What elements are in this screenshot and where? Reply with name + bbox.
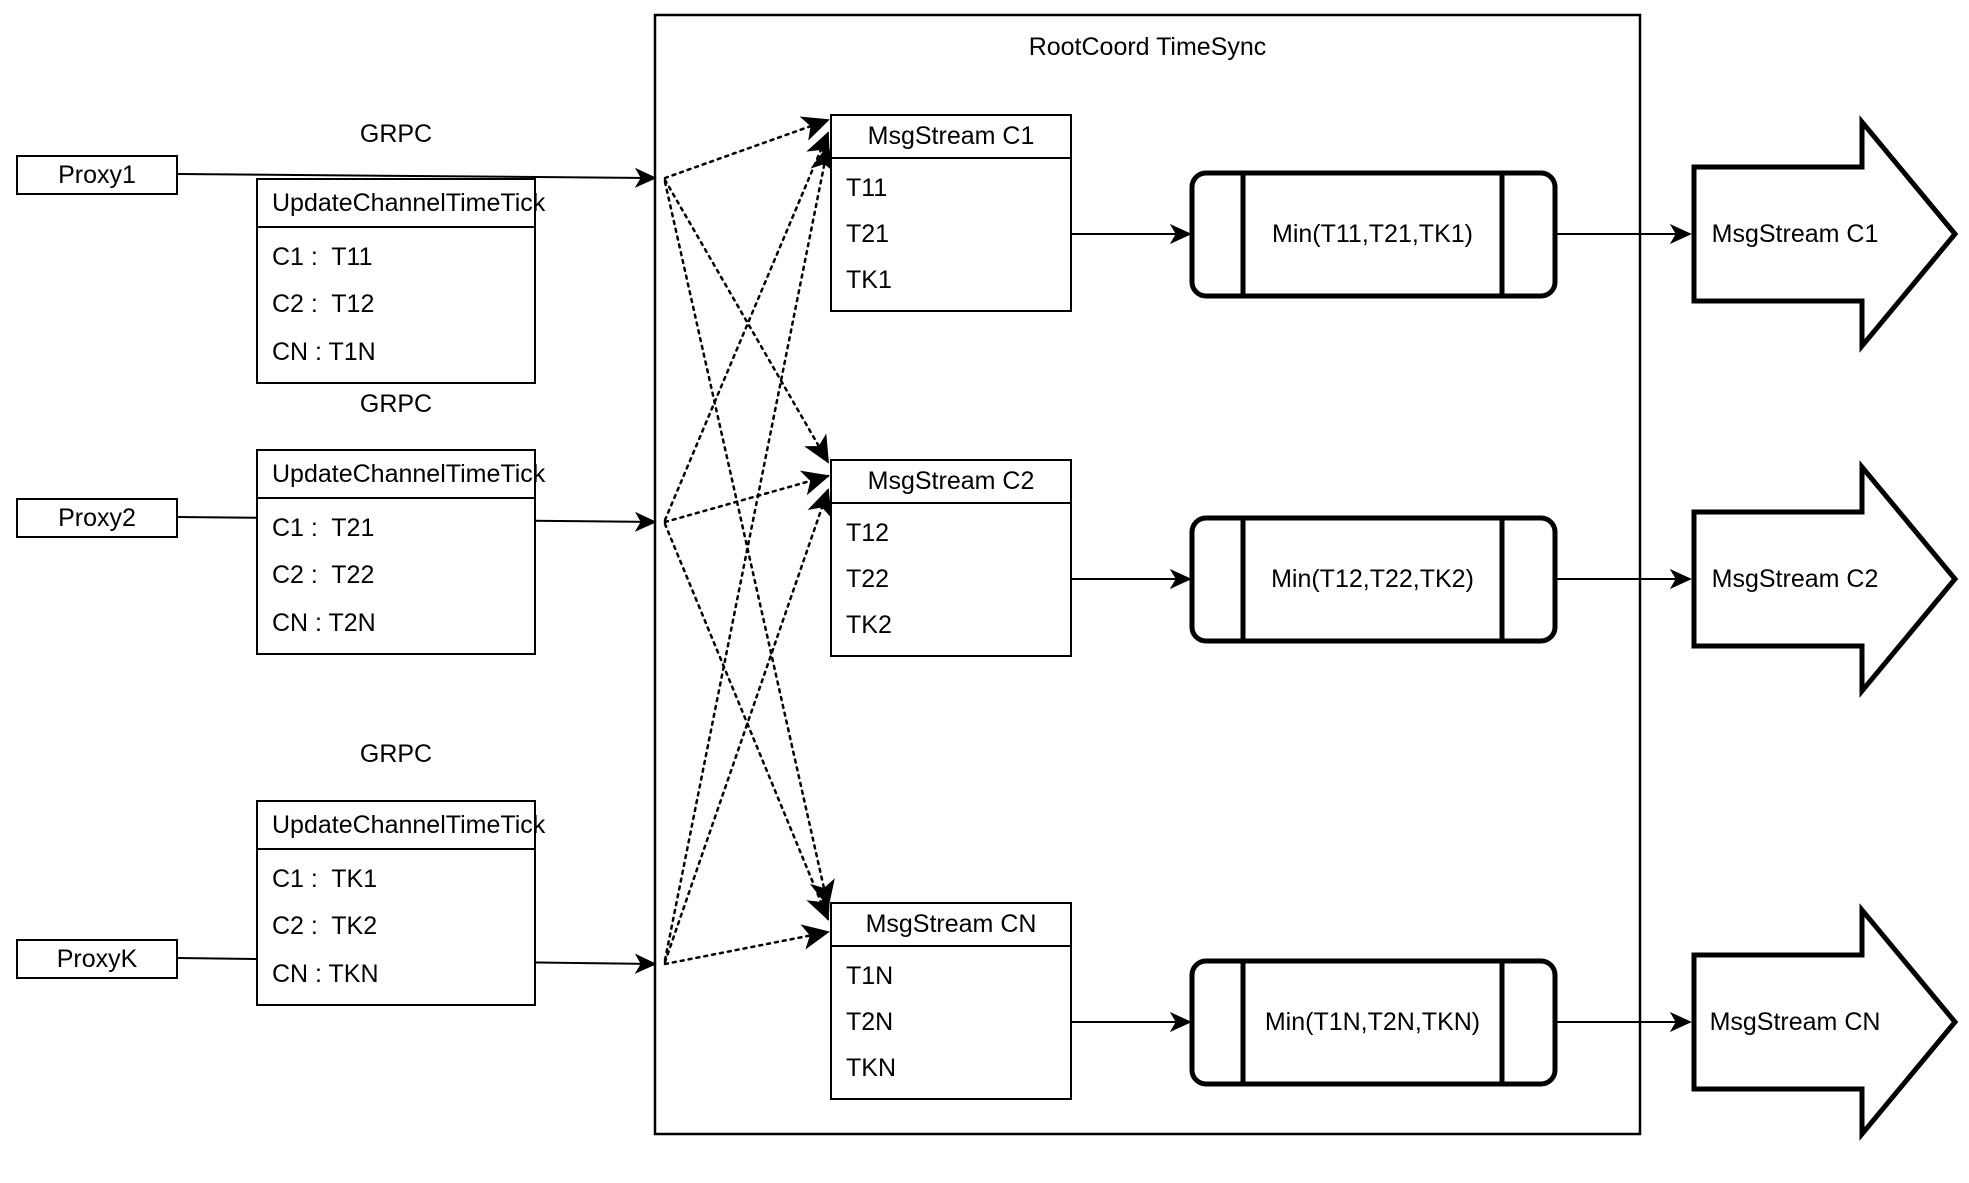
edge-dotted-pk-c2 <box>663 488 832 964</box>
min-label-c1: Min(T11,T21,TK1) <box>1272 220 1473 248</box>
min-label-cn: Min(T1N,T2N,TKN) <box>1264 1008 1481 1036</box>
msgstream-row: T11 <box>846 173 888 202</box>
grpc-label-proxy2: GRPC <box>359 390 433 418</box>
request-row: C1 : T11 <box>272 243 373 272</box>
msgstream-row: TKN <box>846 1054 896 1083</box>
request-title: UpdateChannelTimeTick <box>258 802 545 850</box>
min-label-c2: Min(T12,T22,TK2) <box>1271 565 1474 593</box>
msgstream-rows: T1N T2N TKN <box>832 947 1070 1098</box>
request-box-proxy1: UpdateChannelTimeTick C1 : T11 C2 : T12 … <box>256 178 545 384</box>
msgstream-box-cn: MsgStream CN T1N T2N TKN <box>830 902 1072 1100</box>
msgstream-title: MsgStream CN <box>832 904 1070 947</box>
edge-dotted-p2-cn <box>663 522 831 921</box>
proxy-label: Proxy1 <box>58 160 136 189</box>
msgstream-box-c2: MsgStream C2 T12 T22 TK2 <box>830 459 1072 657</box>
msgstream-row: T12 <box>846 518 890 547</box>
output-label-cn: MsgStream CN <box>1709 1008 1881 1036</box>
request-row: C1 : TK1 <box>272 865 378 894</box>
output-label-c2: MsgStream C2 <box>1711 565 1879 593</box>
grpc-label-proxyk: GRPC <box>359 740 433 768</box>
request-row: C2 : TK2 <box>272 912 378 941</box>
edge-dotted-p1-cn <box>663 180 835 908</box>
proxy-box-proxyk[interactable]: ProxyK <box>16 939 178 979</box>
request-box-proxy2: UpdateChannelTimeTick C1 : T21 C2 : T22 … <box>256 449 545 655</box>
msgstream-row: T22 <box>846 564 890 593</box>
msgstream-row: TK2 <box>846 611 892 640</box>
msgstream-row: T2N <box>846 1007 894 1036</box>
msgstream-box-c1: MsgStream C1 T11 T21 TK1 <box>830 114 1072 312</box>
edge-dotted-pk-cn <box>663 924 830 966</box>
request-rows: C1 : T11 C2 : T12 CN : T1N <box>258 228 534 382</box>
msgstream-title: MsgStream C1 <box>832 116 1070 159</box>
msgstream-row: TK1 <box>846 266 892 295</box>
proxy-label: ProxyK <box>56 944 138 973</box>
request-box-proxyk: UpdateChannelTimeTick C1 : TK1 C2 : TK2 … <box>256 800 545 1006</box>
edge-dotted-p2-c2 <box>663 470 830 524</box>
request-row: CN : T2N <box>272 608 376 637</box>
edge-dotted-p1-c2 <box>663 178 830 464</box>
edge-dotted-pk-c1 <box>663 144 836 962</box>
request-rows: C1 : T21 C2 : T22 CN : T2N <box>258 499 534 653</box>
edge-dotted-p2-c1 <box>663 131 830 522</box>
request-row: C1 : T21 <box>272 514 375 543</box>
proxy-box-proxy2[interactable]: Proxy2 <box>16 498 178 538</box>
request-row: C2 : T12 <box>272 290 375 319</box>
msgstream-rows: T12 T22 TK2 <box>832 504 1070 655</box>
msgstream-row: T21 <box>846 219 890 248</box>
msgstream-row: T1N <box>846 961 894 990</box>
request-rows: C1 : TK1 C2 : TK2 CN : TKN <box>258 850 534 1004</box>
request-title: UpdateChannelTimeTick <box>258 180 545 228</box>
request-row: CN : TKN <box>272 959 379 988</box>
grpc-label-proxy1: GRPC <box>359 120 433 148</box>
edge-dotted-p1-c1 <box>663 116 830 180</box>
output-label-c1: MsgStream C1 <box>1711 220 1879 248</box>
proxy-box-proxy1[interactable]: Proxy1 <box>16 155 178 195</box>
request-title: UpdateChannelTimeTick <box>258 451 545 499</box>
msgstream-rows: T11 T21 TK1 <box>832 159 1070 310</box>
proxy-label: Proxy2 <box>58 503 136 532</box>
msgstream-title: MsgStream C2 <box>832 461 1070 504</box>
request-row: CN : T1N <box>272 337 376 366</box>
rootcoord-container-label: RootCoord TimeSync <box>1028 33 1267 61</box>
request-row: C2 : T22 <box>272 561 375 590</box>
